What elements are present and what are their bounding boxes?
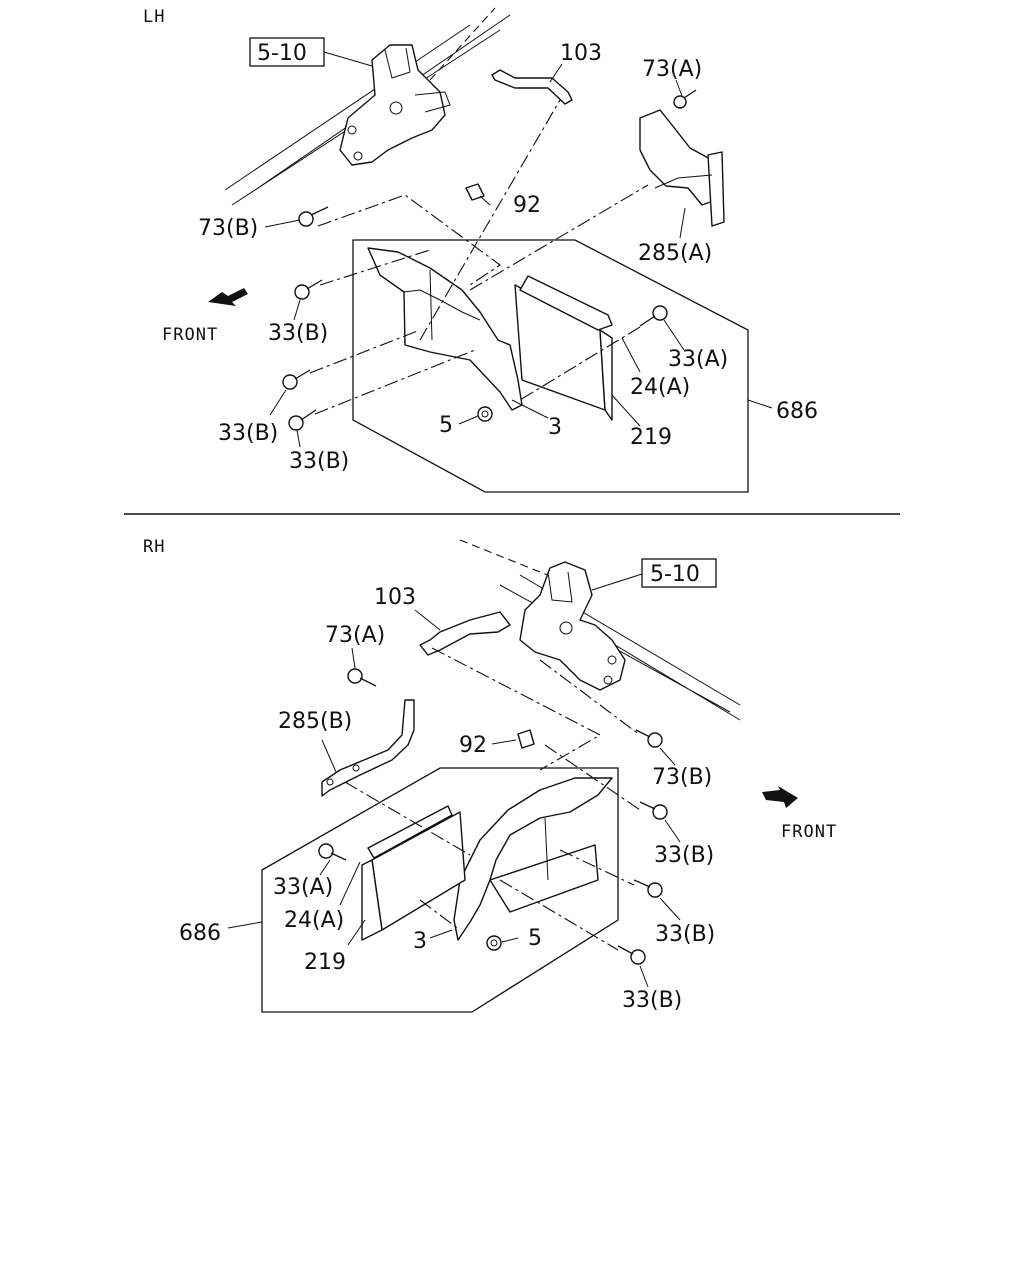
rh-label-686: 686 — [179, 921, 221, 946]
rh-dash-line — [419, 899, 461, 931]
lh-bolt-73a — [673, 89, 697, 109]
rh-front-label: FRONT — [781, 822, 837, 842]
rh-bolt-33a — [318, 843, 347, 861]
lh-part-285a — [639, 109, 725, 227]
lh-box-686 — [352, 239, 749, 493]
rh-frame-dash — [459, 539, 561, 581]
rh-label-5: 5 — [528, 926, 542, 951]
rh-part-92 — [517, 729, 535, 749]
lh-bolt-33b-2 — [282, 369, 311, 390]
lh-label-33b-2: 33(B) — [218, 421, 278, 446]
lh-part-219 — [514, 275, 613, 421]
rh-nut-5 — [486, 935, 502, 951]
lh-label-285a: 285(A) — [638, 241, 712, 266]
lh-dash-line — [309, 329, 421, 374]
rh-section: RH — [143, 537, 837, 1013]
rh-label-3: 3 — [413, 929, 427, 954]
lh-label-73b: 73(B) — [198, 216, 258, 241]
lh-section: LH — [143, 7, 818, 493]
rh-bolt-33b-2 — [633, 879, 663, 898]
lh-part-3 — [367, 247, 523, 411]
rh-bolt-33b-3 — [617, 945, 646, 965]
rh-label-285b: 285(B) — [278, 709, 352, 734]
rh-label-103: 103 — [374, 585, 416, 610]
lh-frame-dash — [429, 7, 496, 81]
rh-label-73b: 73(B) — [652, 765, 712, 790]
lh-label-5: 5 — [439, 413, 453, 438]
rh-dash-line — [344, 781, 471, 856]
lh-front-label: FRONT — [162, 325, 218, 345]
rh-label-33b-3: 33(B) — [622, 988, 682, 1013]
lh-label-33b-3: 33(B) — [289, 449, 349, 474]
rh-part-103 — [419, 611, 511, 656]
lh-dash-line — [469, 184, 649, 291]
lh-part-103 — [491, 69, 573, 105]
lh-bolt-33b-1 — [294, 279, 323, 300]
lh-nut-5 — [477, 406, 493, 422]
lh-dash-line — [419, 99, 561, 341]
lh-label-ref: 5-10 — [257, 41, 307, 66]
lh-label-24a: 24(A) — [630, 375, 690, 400]
rh-label-33b-1: 33(B) — [654, 843, 714, 868]
rh-label-24a: 24(A) — [284, 908, 344, 933]
rh-mount-bracket — [519, 561, 626, 691]
lh-dash-line — [314, 349, 476, 415]
rh-box-686 — [261, 767, 619, 1013]
rh-part-285b — [321, 699, 415, 797]
rh-side-label: RH — [143, 537, 165, 557]
rh-label-33b-2: 33(B) — [655, 922, 715, 947]
rh-leaders — [227, 573, 681, 988]
lh-dash-line — [317, 194, 501, 286]
rh-label-73a: 73(A) — [325, 623, 385, 648]
rh-dash-line — [499, 879, 619, 951]
lh-dash-line — [319, 249, 431, 286]
rh-bolt-73a — [347, 668, 377, 687]
lh-label-33b-1: 33(B) — [268, 321, 328, 346]
lh-leaders — [264, 51, 773, 448]
rh-label-33a: 33(A) — [273, 875, 333, 900]
lh-label-686: 686 — [776, 399, 818, 424]
rh-bolt-73b — [635, 729, 663, 748]
rh-label-ref: 5-10 — [650, 562, 700, 587]
rh-dash-line — [431, 647, 602, 771]
lh-label-73a: 73(A) — [642, 57, 702, 82]
lh-bolt-33a — [639, 305, 668, 327]
lh-front-arrow-icon — [208, 288, 248, 306]
lh-label-92: 92 — [513, 193, 541, 218]
rh-label-219: 219 — [304, 950, 346, 975]
lh-label-33a: 33(A) — [668, 347, 728, 372]
lh-part-92 — [465, 183, 485, 201]
rh-part-3 — [453, 777, 613, 941]
lh-bolt-73b — [298, 206, 329, 227]
rh-part-219 — [361, 805, 466, 941]
lh-label-103: 103 — [560, 41, 602, 66]
lh-dash-line — [519, 326, 641, 401]
rh-dash-line — [539, 659, 641, 736]
lh-bolt-33b-3 — [288, 409, 317, 431]
lh-label-3: 3 — [548, 415, 562, 440]
rh-dash-line — [559, 849, 635, 886]
lh-label-219: 219 — [630, 425, 672, 450]
rh-front-arrow-icon — [762, 786, 798, 808]
lh-side-label: LH — [143, 7, 165, 27]
rh-dash-line — [544, 744, 641, 811]
rh-bolt-33b-1 — [639, 801, 668, 820]
rh-label-92: 92 — [459, 733, 487, 758]
lh-mount-bracket — [339, 44, 451, 166]
rh-ref-box — [641, 558, 717, 588]
